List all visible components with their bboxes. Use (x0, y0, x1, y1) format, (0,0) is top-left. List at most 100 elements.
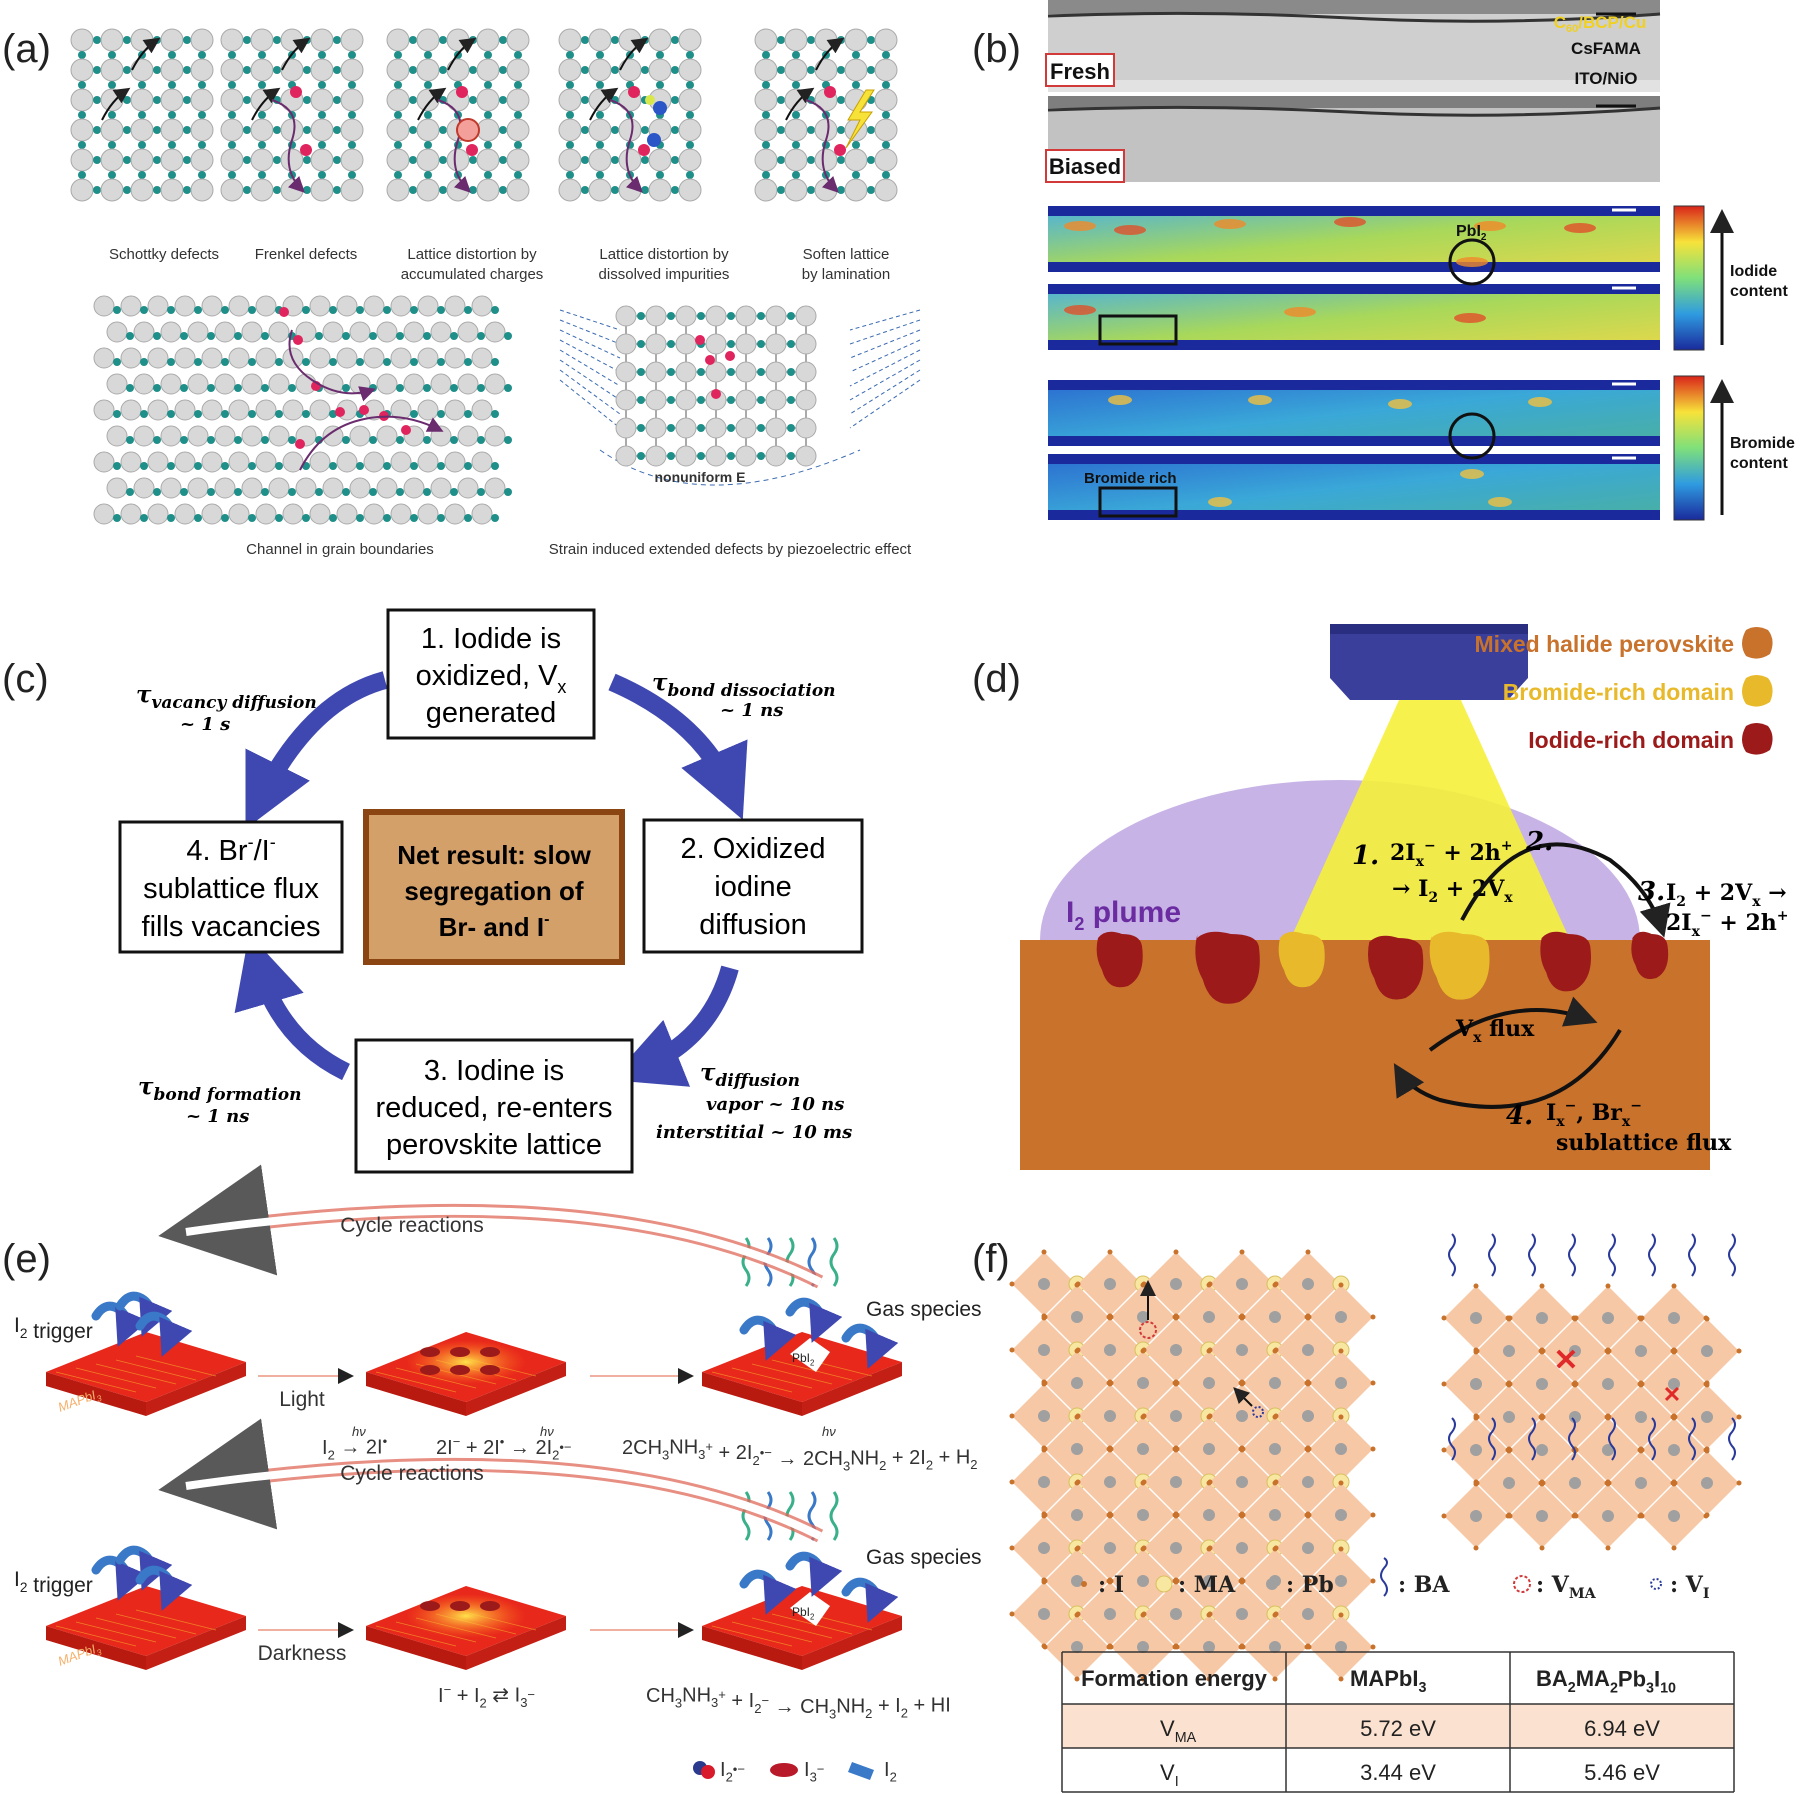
panel-letter-e: (e) (2, 1237, 51, 1281)
species-legend-label: I2•− (720, 1759, 745, 1785)
pb-atom (1170, 1344, 1182, 1356)
bromide-circle (1448, 412, 1496, 460)
pb-atom (1302, 1410, 1314, 1422)
lattice-atom (416, 178, 440, 202)
legend-swatch (1742, 675, 1773, 707)
pb-atom (1269, 1377, 1281, 1389)
charge-cluster (456, 118, 480, 142)
lattice-2 (220, 28, 364, 202)
step-1-line-3: generated (426, 697, 557, 729)
i3-ion (480, 1347, 500, 1357)
lattice-atom (160, 28, 184, 52)
lattice-atom (506, 148, 530, 172)
lattice-atom (220, 58, 244, 82)
pb-atom (1470, 1378, 1482, 1390)
condition-label: Darkness (258, 1642, 347, 1665)
bromide-hotspot (1388, 399, 1412, 409)
lattice-atom (386, 178, 410, 202)
bromide-box-marker (1098, 486, 1178, 518)
biased-label-box (1045, 149, 1125, 183)
2d-perovskite-lattice: ✕✕ (1441, 1233, 1742, 1551)
strain-ion (725, 351, 735, 361)
atom-legend: : I: MA: Pb: BA: VMA: VI (1081, 1557, 1710, 1602)
lattice-atom (130, 178, 154, 202)
lattice-atom (506, 118, 530, 142)
pb-atom (1536, 1510, 1548, 1522)
table-header: Formation energy (1081, 1666, 1268, 1691)
i3-ion (420, 1365, 440, 1375)
iodide-colorbar (1673, 205, 1705, 351)
panel-letter-c: (c) (2, 657, 49, 701)
pb-atom (1203, 1443, 1215, 1455)
pb-atom (1203, 1575, 1215, 1587)
table-highlight-row (1062, 1704, 1734, 1748)
strain-lattice (559, 305, 921, 486)
lattice-atom (784, 28, 808, 52)
step2-arrow (1460, 842, 1671, 938)
grain-ion (293, 335, 303, 345)
lightning-icon (845, 89, 875, 149)
fresh-label-box (1045, 53, 1115, 87)
ma-vacancy-icon (1139, 1321, 1157, 1339)
lattice-caption: dissolved impurities (599, 266, 730, 283)
gas-species-label: Gas species (866, 1298, 982, 1321)
pb-atom (1536, 1444, 1548, 1456)
pb-atom (1236, 1410, 1248, 1422)
pb-atom (1038, 1476, 1050, 1488)
lattice-atom (160, 148, 184, 172)
pb-atom (1269, 1311, 1281, 1323)
pb-atom (1335, 1575, 1347, 1587)
step1-eq-bottom: → I2 + 2Vx (1392, 876, 1513, 906)
pb-atom (1203, 1311, 1215, 1323)
pb-atom (1203, 1509, 1215, 1521)
legend-swatch (1742, 723, 1773, 755)
pbi2-hole (790, 1338, 830, 1372)
pb-atom (1569, 1345, 1581, 1357)
lattice-atom (190, 148, 214, 172)
pb-atom (1635, 1477, 1647, 1489)
i3-ion (450, 1601, 470, 1611)
lattice-atom (874, 118, 898, 142)
tau-bond-formation-value: ~ 1 ns (186, 1106, 249, 1127)
lattice-atom (100, 28, 124, 52)
lattice-atom (130, 148, 154, 172)
pb-atom (1137, 1311, 1149, 1323)
lattice-atom (446, 148, 470, 172)
interstitial-ion (824, 86, 836, 98)
sublattice-flux-arrow (1393, 1028, 1622, 1109)
lattice-atom (588, 178, 612, 202)
lattice-atom (784, 118, 808, 142)
pb-atom (1668, 1312, 1680, 1324)
lattice-atom (754, 118, 778, 142)
i3-ion (420, 1601, 440, 1611)
lattice-atom (386, 58, 410, 82)
pb-atom (1668, 1378, 1680, 1390)
lattice-atom (100, 118, 124, 142)
pb-atom (1137, 1509, 1149, 1521)
strain-caption: Strain induced extended defects by piezo… (549, 541, 912, 558)
ba-chain (1448, 1233, 1456, 1277)
lattice-atom (558, 58, 582, 82)
bromide-hotspots (1108, 395, 1552, 507)
step3-eq-top: I2 + 2Vx → (1666, 880, 1787, 910)
lattice-atom (70, 58, 94, 82)
lattice-atom (416, 148, 440, 172)
lattice-atom (588, 58, 612, 82)
ba-chain (1608, 1417, 1616, 1461)
lattice-atom (618, 178, 642, 202)
panel-letter-d: (d) (972, 657, 1021, 701)
pb-atom (1038, 1608, 1050, 1620)
tau-bond-dissociation-label: τbond dissociation (652, 669, 836, 701)
table-row-label: VMA (1160, 1716, 1197, 1746)
lattice-atom (476, 118, 500, 142)
lattice-atom (618, 28, 642, 52)
lattice-atom (280, 178, 304, 202)
lattice-atom (340, 28, 364, 52)
step4-number: 4. (1506, 1101, 1533, 1131)
interstitial-ion (834, 144, 846, 156)
tau-vacancy-label: τvacancy diffusion (136, 681, 317, 713)
condition-label: Light (279, 1388, 325, 1411)
vi-icon (1650, 1578, 1662, 1590)
